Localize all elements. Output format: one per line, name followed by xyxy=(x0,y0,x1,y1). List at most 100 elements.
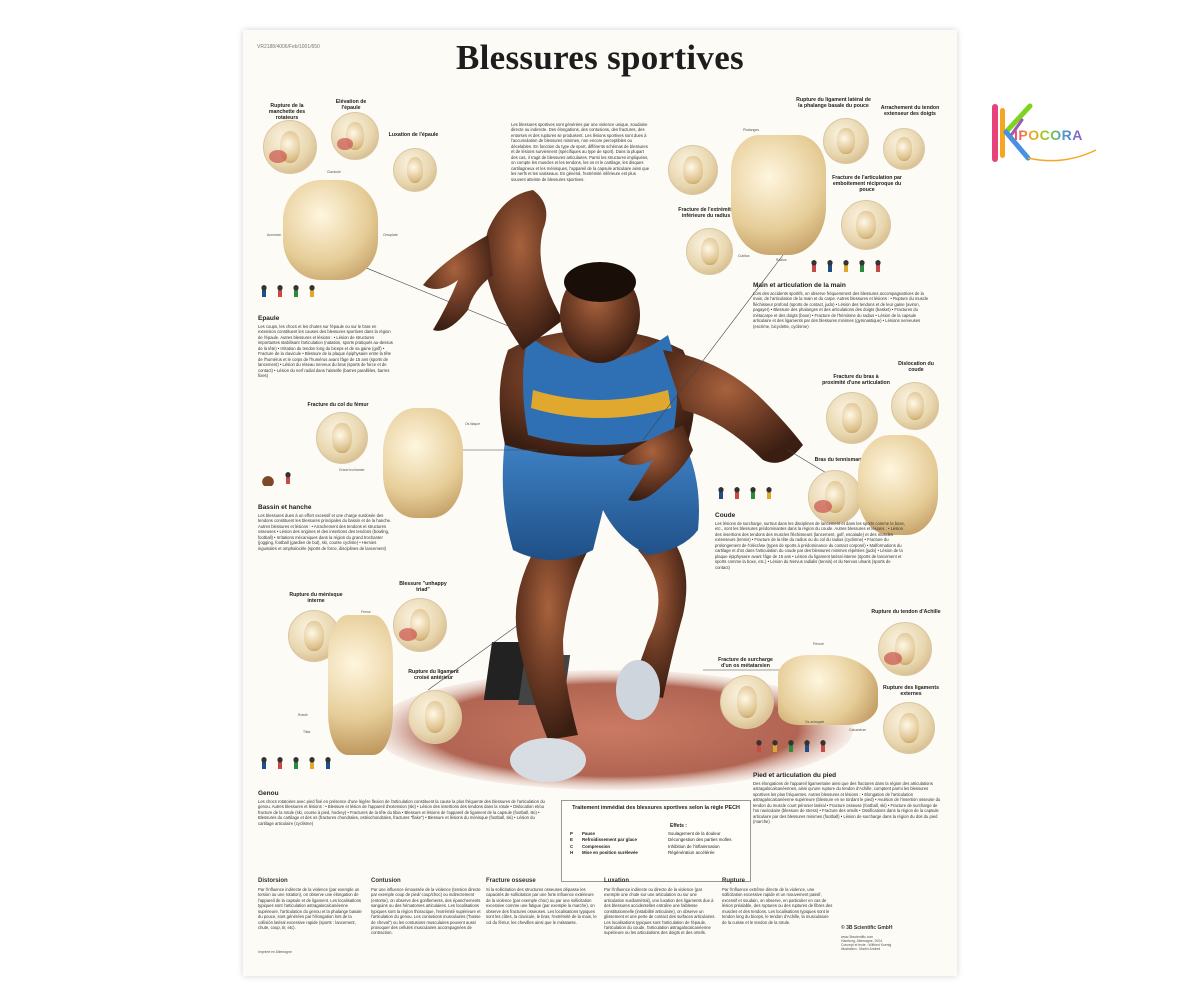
bottom-col-text: Si la sollicitation des structures osseu… xyxy=(486,886,597,925)
sprinter-illustration xyxy=(297,190,853,790)
label-phalanges: Phalanges xyxy=(743,128,760,132)
bottom-col-text: Par l'influence indirecte de la violence… xyxy=(258,886,362,930)
athlete-right-hand xyxy=(618,425,693,501)
label-thumb-ligament: Rupture du ligament latéral de la phalan… xyxy=(796,97,871,109)
athlete-icon xyxy=(258,472,278,486)
hip-sport-icons xyxy=(258,470,294,486)
label-thumb-joint-fracture: Fracture de l'articulation par emboiteme… xyxy=(832,175,902,193)
athlete-icon xyxy=(747,487,759,501)
label-achilles-rupture: Rupture du tendon d'Achille xyxy=(871,609,941,615)
radius-fracture-detail xyxy=(686,228,733,275)
section-elbow-text: Les lésions de surcharge, surtout dans l… xyxy=(715,521,905,570)
athlete-icon xyxy=(290,757,302,771)
label-scapula: Omoplate xyxy=(383,233,398,237)
bottom-col-title: Distorsion xyxy=(258,878,288,884)
peck-effect: Soulagement de la douleur xyxy=(668,831,721,836)
peck-letter: E xyxy=(570,837,573,843)
hip-joint-illustration xyxy=(383,408,463,518)
label-radius: Radius xyxy=(776,258,787,262)
label-tennis-elbow: Bras du tennisman xyxy=(814,457,862,463)
peck-effect: Régénération accélérée xyxy=(668,850,715,856)
foot-skeleton-illustration xyxy=(778,655,878,725)
knee-joint-illustration xyxy=(328,615,393,755)
athlete-icon xyxy=(258,285,270,299)
label-femoral-neck: Fracture du col du fémur xyxy=(307,402,369,408)
bottom-col-title: Fracture osseuse xyxy=(486,878,536,884)
peck-letter: P xyxy=(570,831,573,836)
credit-line: Illustration : Martin Andreš xyxy=(841,947,881,951)
bottom-col-rupture: Rupture Par l'influence extrême directe … xyxy=(722,878,834,925)
athlete-jersey xyxy=(523,335,677,445)
tennis-elbow-detail xyxy=(808,470,862,524)
bottom-col-distorsion: Distorsion Par l'influence indirecte de … xyxy=(258,878,366,930)
athlete-icon xyxy=(801,740,813,754)
thumb-ligament-detail xyxy=(823,118,869,164)
athlete-icon xyxy=(769,740,781,754)
anatomy-poster: VR2188/4006/Feb/1001/650 Blessures sport… xyxy=(243,30,957,976)
label-unhappy-triad: Blessure "unhappy triad" xyxy=(399,581,447,593)
athlete-icon xyxy=(306,285,318,299)
label-finger-tendon: Arrachement du tendon extenseur des doig… xyxy=(880,105,940,117)
peck-effect: Décongestion des parties molles xyxy=(668,837,732,843)
athlete-icon xyxy=(840,260,852,274)
bottom-col-title: Contusion xyxy=(371,878,401,884)
athlete-icon xyxy=(856,260,868,274)
label-shoulder-elevation: Elévation de l'épaule xyxy=(335,99,367,111)
credits-block: www.3bscientific.com Hamburg, Allemagne,… xyxy=(841,935,951,951)
section-hip-text: Les blessures dues à un effort excessif … xyxy=(258,513,392,551)
label-elbow-dislocation: Dislocation du coude xyxy=(898,361,934,373)
metatarsal-detail xyxy=(720,675,774,729)
kipocora-logo-text: IPOCORA xyxy=(1014,127,1083,143)
athlete-hair xyxy=(564,262,636,302)
athlete-icon xyxy=(306,757,318,771)
poster-id-code: VR2188/4006/Feb/1001/650 xyxy=(257,44,320,50)
label-radius-fracture: Fracture de l'extrémité inférieure du ra… xyxy=(678,207,734,219)
label-cubitus: Cubitus xyxy=(738,254,750,258)
elbow-sport-icons xyxy=(715,485,775,501)
label-external-ligaments: Rupture des ligaments externes xyxy=(883,685,939,697)
section-foot-text: Des élongations de l'appareil ligamentai… xyxy=(753,781,941,825)
label-clavicle: Clavicule xyxy=(327,170,341,174)
bottom-col-luxation: Luxation Par l'influence indirecte ou di… xyxy=(604,878,716,936)
label-rotator-cuff: Rupture de la manchette des rotateurs xyxy=(268,103,306,121)
elbow-joint-illustration xyxy=(858,435,938,535)
publisher-name: © 3B Scientific GmbH xyxy=(841,925,893,931)
elbow-dislocation-detail xyxy=(891,382,939,430)
peck-effect: Inhibition de l'inflammation xyxy=(668,843,720,849)
athlete-left-arm xyxy=(484,190,563,350)
hand-skeleton-illustration xyxy=(731,135,826,255)
label-meniscus-rupture: Rupture du ménisque interne xyxy=(289,592,343,604)
label-acromion: Acromion xyxy=(267,233,282,237)
label-femur: Fémur xyxy=(361,610,371,614)
logo-text-part: IPOCORA xyxy=(1014,127,1083,143)
peck-step: Mise en position surélevée xyxy=(582,850,638,856)
section-hand-text: Lors des accidents sportifs, on observe … xyxy=(753,291,929,329)
elbow-fracture-detail xyxy=(826,392,878,444)
finger-tendon-detail xyxy=(883,128,925,170)
label-tibia: Tibia xyxy=(303,730,311,734)
bottom-col-title: Luxation xyxy=(604,878,629,884)
label-elbow-fracture: Fracture du bras à proximité d'une artic… xyxy=(822,374,890,386)
athlete-icon xyxy=(290,285,302,299)
athlete-left-hand xyxy=(423,235,493,331)
label-patella: Rotule xyxy=(298,713,308,717)
peck-letter: C xyxy=(570,843,574,849)
section-shoulder-title: Epaule xyxy=(258,315,280,322)
foot-sport-icons xyxy=(753,738,829,754)
athlete-icon xyxy=(824,260,836,274)
peck-step: Pause xyxy=(582,831,595,836)
athlete-icon xyxy=(753,740,765,754)
peck-effects-title: Effets : xyxy=(670,823,687,829)
credit-line: Hamburg, Allemagne, 2004 xyxy=(841,939,883,943)
athlete-icon xyxy=(274,285,286,299)
rotator-cuff-detail xyxy=(263,120,317,174)
kipocora-logo-icon xyxy=(992,103,1097,162)
peck-letters: P E C H xyxy=(570,831,578,857)
poster-title: Blessures sportives xyxy=(456,38,744,77)
label-iliac-bone: Os iliaque xyxy=(465,422,481,426)
peck-title: Traitement immédiat des blessures sporti… xyxy=(572,805,740,811)
shoulder-elevation-detail xyxy=(331,112,379,160)
peck-letter: H xyxy=(570,850,574,856)
knee-sport-icons xyxy=(258,755,334,771)
section-elbow-title: Coude xyxy=(715,512,736,519)
